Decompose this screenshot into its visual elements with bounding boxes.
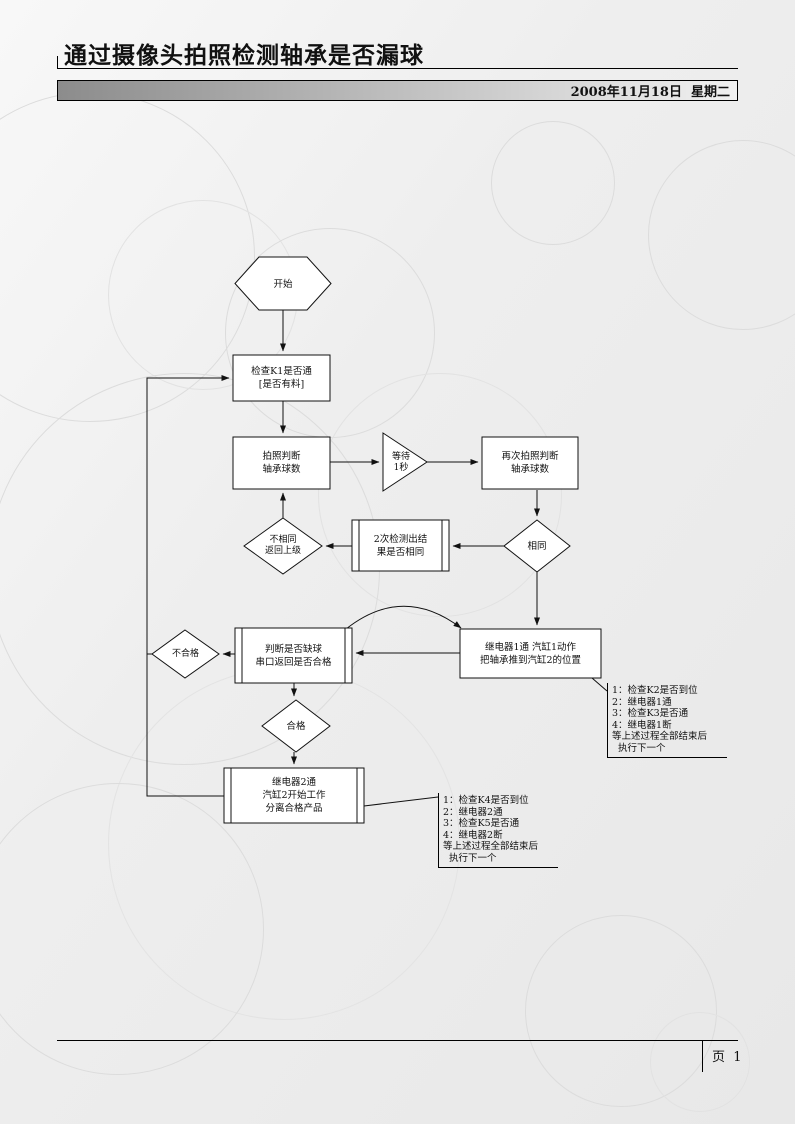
node-judge-quality-label: 判断是否缺球 串口返回是否合格 xyxy=(255,643,332,668)
node-not-same-label: 不相同 返回上级 xyxy=(264,535,301,556)
connector-judge-relay1-arc xyxy=(345,605,462,630)
compare-shape xyxy=(351,519,450,572)
node-photo-judge-label: 拍照判断 轴承球数 xyxy=(262,451,301,475)
node-wait-label: 等待 1秒 xyxy=(391,451,410,473)
footer-rule xyxy=(57,1040,738,1041)
node-same-label: 相同 xyxy=(527,540,547,552)
note-cylinder1-steps: 1：检查K2是否到位 2：继电器1通 3：检查K3是否通 4：继电器1断 等上述… xyxy=(607,683,727,758)
photo-again-shape xyxy=(481,436,579,490)
start-hexagon-shape xyxy=(234,256,332,311)
node-pass-label: 合格 xyxy=(286,720,306,732)
wait-triangle-shape xyxy=(382,432,428,492)
node-relay2-label: 继电器2通 汽缸2开始工作 分离合格产品 xyxy=(262,777,326,814)
note-cylinder2-steps: 1：检查K4是否到位 2：继电器2通 3：检查K5是否通 4：继电器2断 等上述… xyxy=(438,793,558,868)
background-circle xyxy=(491,121,615,245)
page-number: 页 1 xyxy=(712,1050,742,1065)
relay2-shape xyxy=(223,767,365,824)
title-rule xyxy=(57,68,738,69)
relay1-shape xyxy=(459,628,602,679)
not-same-diamond-shape xyxy=(243,517,323,575)
connector-feedback-to-checkk1 xyxy=(146,375,230,797)
fail-diamond-shape xyxy=(151,629,220,679)
photo-judge-shape xyxy=(232,436,331,490)
flow-connectors xyxy=(146,310,608,807)
check-k1-shape xyxy=(232,354,331,402)
footer-rule-tick xyxy=(702,1040,703,1072)
page-title: 通过摄像头拍照检测轴承是否漏球 xyxy=(64,42,424,69)
node-start-label: 开始 xyxy=(273,278,293,290)
node-check-k1-label: 检查K1是否通 [是否有料] xyxy=(251,366,312,390)
flow-shapes xyxy=(151,256,602,824)
node-relay1-label: 继电器1通 汽缸1动作 把轴承推到汽缸2的位置 xyxy=(479,641,582,666)
date-text: 2008年11月18日 星期二 xyxy=(570,85,730,100)
callout-line-note1 xyxy=(591,677,608,692)
node-fail-label: 不合格 xyxy=(171,648,199,659)
date-bar: 2008年11月18日 星期二 xyxy=(57,80,738,101)
node-photo-again-label: 再次拍照判断 轴承球数 xyxy=(501,451,559,475)
background-circle xyxy=(525,915,717,1107)
judge-quality-shape xyxy=(234,627,353,684)
same-diamond-shape xyxy=(503,519,571,573)
callout-line-note2 xyxy=(363,796,439,807)
title-rule-tick xyxy=(57,56,58,68)
background-circle xyxy=(650,1012,750,1112)
pass-diamond-shape xyxy=(261,699,331,753)
node-compare-label: 2次检测出结 果是否相同 xyxy=(373,533,428,558)
